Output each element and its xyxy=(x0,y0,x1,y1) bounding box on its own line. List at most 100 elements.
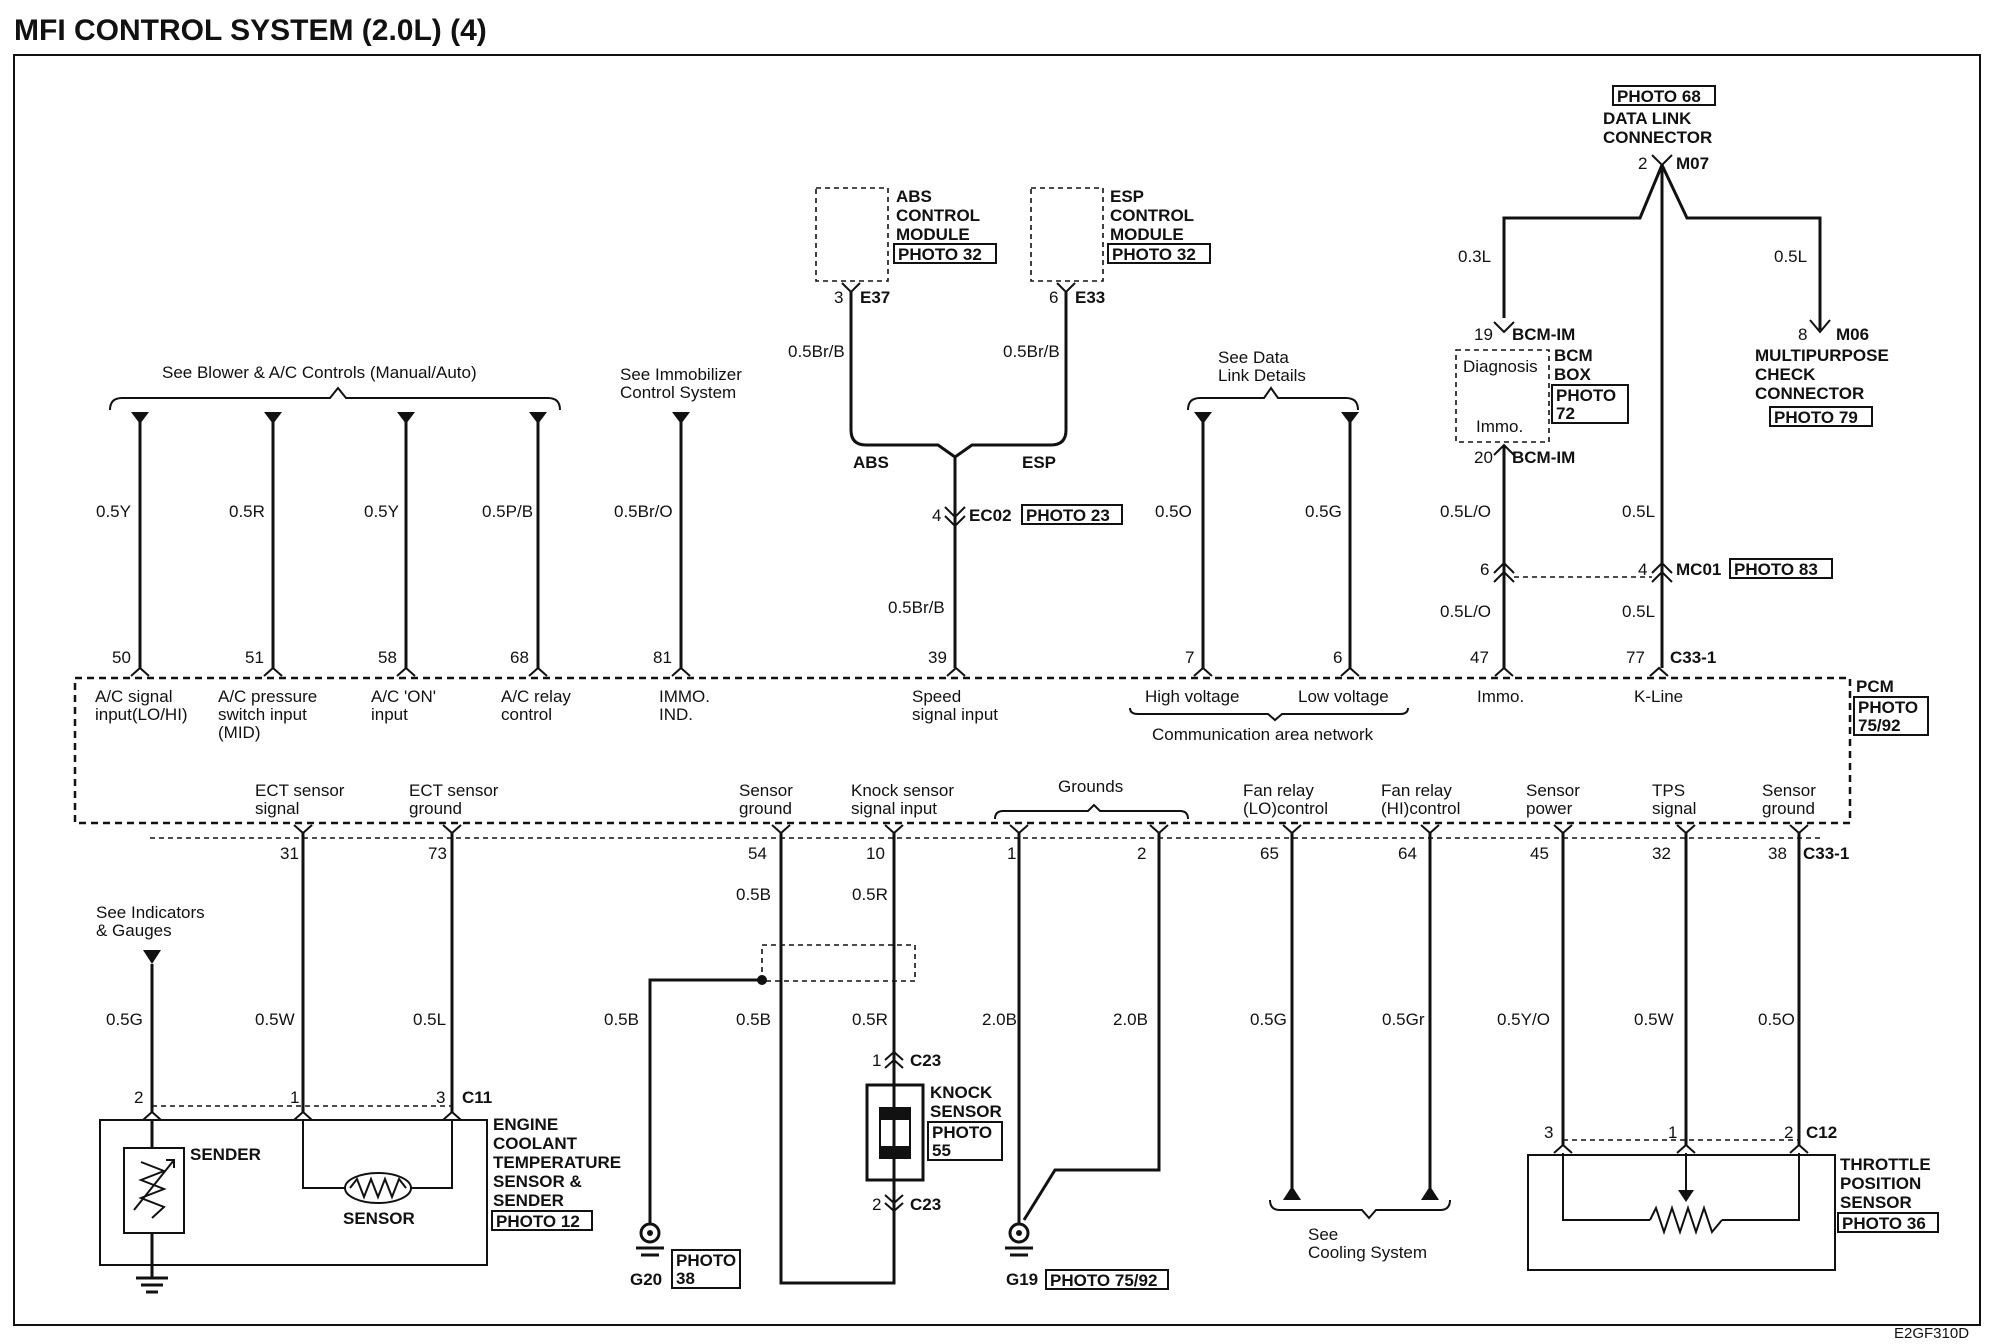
arrow-51 xyxy=(264,412,282,424)
pin-81: 81 xyxy=(653,648,672,667)
pin-65: 65 xyxy=(1260,844,1279,863)
arrow-64 xyxy=(1421,1186,1439,1200)
arrow-81 xyxy=(672,412,690,424)
wire-g20 xyxy=(648,978,762,1225)
datalink-note-2: Link Details xyxy=(1218,366,1306,385)
pcm-ac-pressure-label-3: (MID) xyxy=(218,723,260,742)
wire-31-color: 0.5W xyxy=(255,1010,295,1029)
pcm-ac-pressure-label: A/C pressure xyxy=(218,687,317,706)
mpc-pin: 8 xyxy=(1798,325,1807,344)
pcm-knock-label: Knock sensor xyxy=(851,781,954,800)
abs-module-box xyxy=(815,187,889,282)
tps-box xyxy=(1527,1154,1836,1271)
pcm-low-voltage-label: Low voltage xyxy=(1298,687,1389,706)
pcm-sensor-power-label: Sensor xyxy=(1526,781,1580,800)
pcm-knock-label-2: signal input xyxy=(851,799,937,818)
pin-58: 58 xyxy=(378,648,397,667)
indicators-arrow xyxy=(143,950,161,964)
bcm-top-pin: 19 xyxy=(1474,325,1493,344)
ect-label: ENGINE xyxy=(493,1115,558,1134)
ect-photo-text: PHOTO 12 xyxy=(496,1212,580,1231)
esp-connector-mark xyxy=(1056,282,1076,294)
ect-pin-1: 1 xyxy=(290,1088,299,1107)
wire-51-color: 0.5R xyxy=(229,502,265,521)
ac-wires: 0.5Y 0.5R 0.5Y 0.5P/B 0.5Br/O xyxy=(96,412,690,668)
tps-photo-tag xyxy=(1837,1212,1939,1233)
mpc-photo-text: PHOTO 79 xyxy=(1774,408,1858,427)
pin-47: 47 xyxy=(1470,648,1489,667)
esp-wire-color: 0.5Br/B xyxy=(1003,342,1060,361)
knock-pin-2: 2 xyxy=(872,1195,881,1214)
knock-pin-1: 1 xyxy=(872,1051,881,1070)
footer-code: E2GF310D xyxy=(1894,1325,1969,1342)
pin-64: 64 xyxy=(1398,844,1417,863)
pcm-photo-num: 75/92 xyxy=(1858,716,1901,735)
tps-label-3: SENSOR xyxy=(1840,1193,1912,1212)
c33-bottom-label: C33-1 xyxy=(1803,844,1849,863)
wire-45-color: 0.5Y/O xyxy=(1497,1010,1550,1029)
bcm-photo-num: 72 xyxy=(1556,404,1575,423)
dlc-pin: 2 xyxy=(1638,154,1647,173)
pcm-immo-ind-label: IMMO. xyxy=(659,687,710,706)
pin-2: 2 xyxy=(1137,844,1146,863)
pin-32: 32 xyxy=(1652,844,1671,863)
pin-54: 54 xyxy=(748,844,767,863)
knock-sensor-plates xyxy=(880,1108,910,1158)
pcm-kline-label: K-Line xyxy=(1634,687,1683,706)
tps-wiper-arrow xyxy=(1678,1190,1694,1202)
knock-connector-2: C23 xyxy=(910,1195,941,1214)
mc01-photo-text: PHOTO 83 xyxy=(1734,560,1818,579)
mpc-label-2: CHECK xyxy=(1755,365,1816,384)
ect-connector: C11 xyxy=(462,1088,492,1107)
mpc-photo-tag xyxy=(1769,406,1873,427)
mpc-connector: M06 xyxy=(1836,325,1869,344)
dlc-photo-text: PHOTO 68 xyxy=(1617,87,1701,106)
mc01-connector-marks xyxy=(1493,561,1673,583)
ect-sensor-label: SENSOR xyxy=(343,1209,415,1228)
tps-pin-1: 1 xyxy=(1668,1123,1677,1142)
mc01-pin-left: 6 xyxy=(1480,560,1489,579)
ect-pin-3: 3 xyxy=(436,1088,445,1107)
tps-connector: C12 xyxy=(1806,1123,1837,1142)
g19-ground-lines xyxy=(1005,1246,1033,1257)
tps-connector-marks xyxy=(1553,1143,1809,1154)
g19-label: G19 xyxy=(1006,1270,1038,1289)
abs-branch-label: ABS xyxy=(853,453,889,472)
blower-brace xyxy=(109,386,561,411)
pcm-speed-label-2: signal input xyxy=(912,705,998,724)
dlc-label-2: CONNECTOR xyxy=(1603,128,1712,147)
pcm-top-pins: 50 51 58 68 81 39 7 6 47 77 C33-1 xyxy=(112,648,1716,677)
pcm-top-connector-marks xyxy=(130,666,1669,677)
tps-label-2: POSITION xyxy=(1840,1174,1921,1193)
pcm-immo-label: Immo. xyxy=(1477,687,1524,706)
cooling-brace xyxy=(1269,1199,1451,1220)
wire-ground-1-color: 2.0B xyxy=(982,1010,1017,1029)
wire-ect-gauge-color: 0.5G xyxy=(106,1010,143,1029)
arrow-58 xyxy=(397,412,415,424)
ect-sensor-wires xyxy=(302,1120,453,1189)
pcm-ac-relay-label-2: control xyxy=(501,705,552,724)
knock-shield-wire xyxy=(779,833,896,1285)
pcm-sensor-ground-label-2: ground xyxy=(739,799,792,818)
pcm-fan-lo-label: Fan relay xyxy=(1243,781,1314,800)
esp-label-3: MODULE xyxy=(1110,225,1184,244)
wire-73-color: 0.5L xyxy=(413,1010,446,1029)
wire-g20-color: 0.5B xyxy=(604,1010,639,1029)
g19-ground-icon xyxy=(1008,1222,1030,1244)
pcm-high-voltage-label: High voltage xyxy=(1145,687,1240,706)
tps-pin-3: 3 xyxy=(1544,1123,1553,1142)
g19-ground-icon-dot xyxy=(1016,1230,1022,1236)
abs-esp-wires xyxy=(849,292,1068,668)
wire-77-color-a: 0.5L xyxy=(1622,502,1655,521)
ect-label-2: COOLANT xyxy=(493,1134,578,1153)
pin-50: 50 xyxy=(112,648,131,667)
tps-resistor xyxy=(1649,1204,1723,1236)
pcm-ect-ground-label: ECT sensor xyxy=(409,781,499,800)
pcm-ac-signal-label-2: input(LO/HI) xyxy=(95,705,188,724)
pcm-ect-signal-label-2: signal xyxy=(255,799,299,818)
pin-51: 51 xyxy=(245,648,264,667)
abs-photo-tag xyxy=(893,243,997,264)
pcm-ect-ground-label-2: ground xyxy=(409,799,462,818)
pcm-tps-signal-label-2: signal xyxy=(1652,799,1696,818)
blower-note: See Blower & A/C Controls (Manual/Auto) xyxy=(162,363,477,382)
